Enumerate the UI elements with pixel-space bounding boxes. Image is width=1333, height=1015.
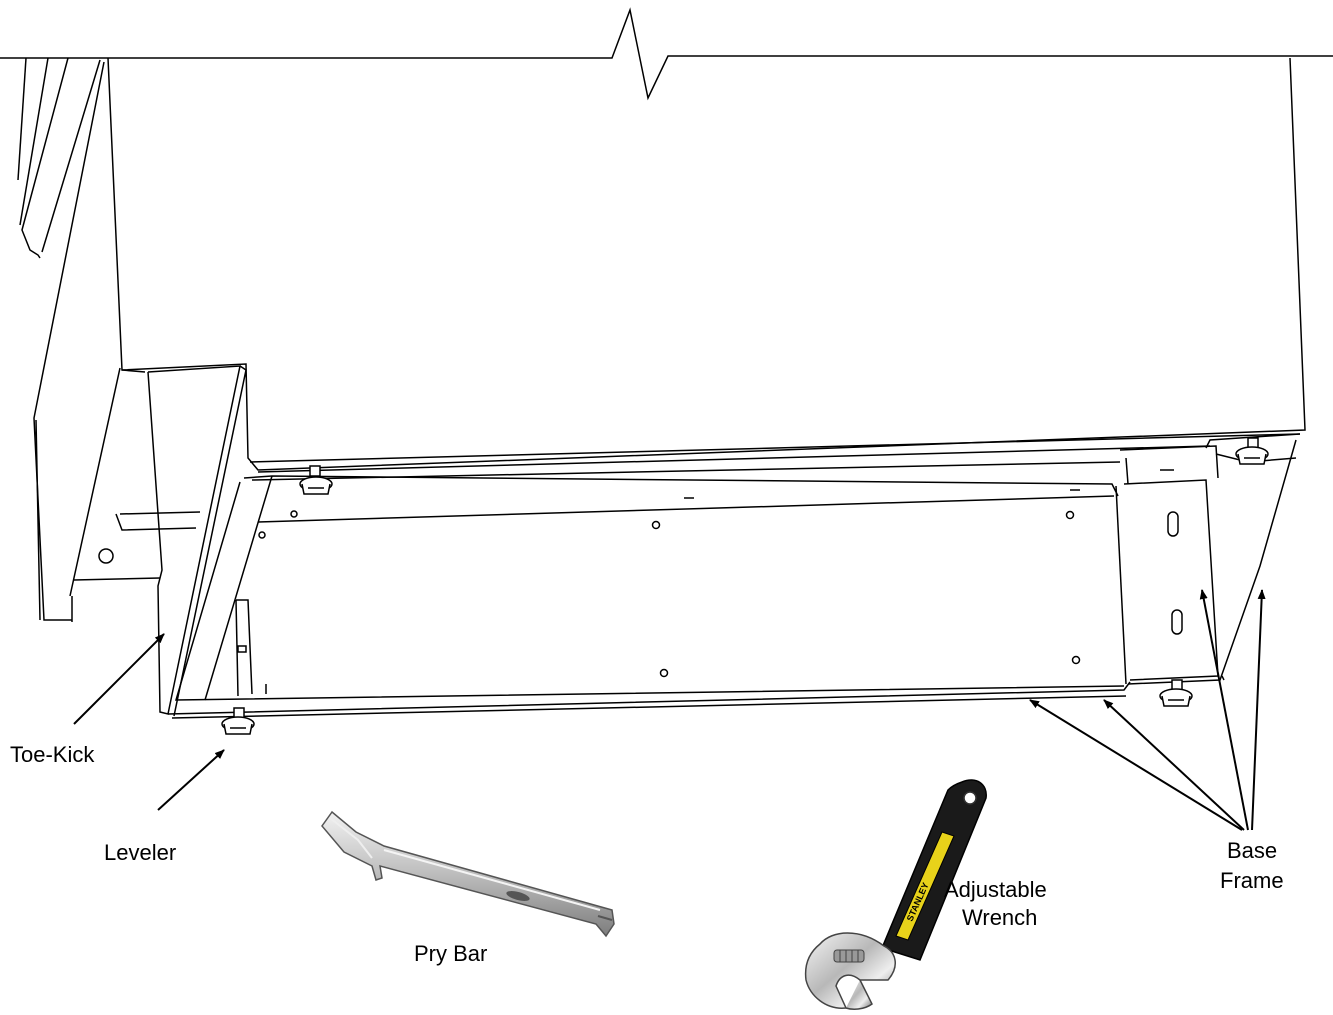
wrench-label-line2: Wrench bbox=[962, 905, 1037, 930]
pry-bar-image bbox=[321, 810, 615, 938]
labels: Toe-Kick Leveler Base Frame Pry Bar Adju… bbox=[10, 742, 1284, 966]
leveler-label: Leveler bbox=[104, 840, 176, 865]
toe-kick-label: Toe-Kick bbox=[10, 742, 95, 767]
toe-kick-panel bbox=[73, 365, 247, 717]
leveler-rear-left bbox=[299, 465, 333, 495]
base-frame-label-line1: Base bbox=[1227, 838, 1277, 863]
toe-kick-arrow bbox=[73, 633, 165, 725]
leveler-front-right bbox=[1159, 679, 1193, 707]
pry-bar-label: Pry Bar bbox=[414, 941, 487, 966]
break-line bbox=[0, 7, 1333, 101]
base-frame-arrow-2 bbox=[1103, 699, 1245, 831]
base-frame-arrow-4 bbox=[1251, 589, 1266, 831]
leveler-front-left bbox=[221, 707, 255, 735]
base-frame-label-line2: Frame bbox=[1220, 868, 1284, 893]
leveler-arrow bbox=[157, 749, 225, 811]
cabinet-body bbox=[17, 57, 1306, 622]
leveler-rear-right bbox=[1235, 437, 1269, 465]
adjustable-wrench-image: STANLEY 92-457 bbox=[804, 779, 987, 1010]
base-frame bbox=[167, 433, 1301, 719]
callout-arrows bbox=[73, 589, 1266, 831]
base-frame-arrow-3 bbox=[1199, 589, 1249, 831]
wrench-label-line1: Adjustable bbox=[944, 877, 1047, 902]
base-frame-arrow-1 bbox=[1029, 699, 1243, 831]
